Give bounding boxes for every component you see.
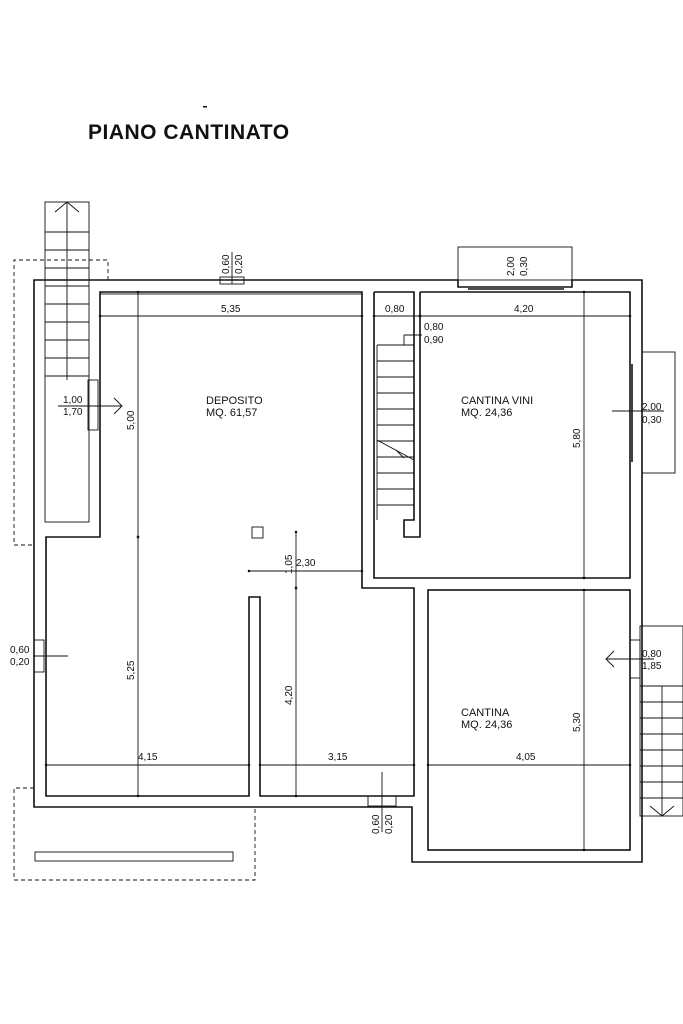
- svg-text:0,80: 0,80: [424, 322, 444, 333]
- room-vini-area: MQ. 24,36: [461, 407, 512, 419]
- window-top-deposito: 0,60 0,20: [219, 252, 245, 285]
- svg-text:0,30: 0,30: [642, 415, 662, 426]
- dim-stair-width: 0,80: [385, 304, 405, 315]
- external-stair-top: [44, 201, 90, 523]
- dim-bottom-left: 4,15: [138, 752, 158, 763]
- window-left: 0,60 0,20: [10, 639, 68, 673]
- room-vini-name: CANTINA VINI: [461, 395, 533, 407]
- dim-corridor-depth: 4,20: [284, 685, 295, 705]
- svg-text:0,60: 0,60: [221, 254, 232, 274]
- door-right-cantina: 0,80 1,85: [605, 639, 662, 679]
- svg-text:0,90: 0,90: [424, 335, 444, 346]
- stair-enclosure: [374, 291, 421, 538]
- outer-wall: [33, 279, 643, 863]
- svg-text:0,20: 0,20: [234, 254, 245, 274]
- plan-title: PIANO CANTINATO: [88, 121, 290, 144]
- svg-text:0,60: 0,60: [10, 645, 30, 656]
- svg-text:0,20: 0,20: [384, 814, 395, 834]
- pillar: [251, 526, 264, 539]
- door-stair: 0,80 0,90: [403, 322, 444, 346]
- dim-deposito-width: 5,35: [221, 304, 241, 315]
- dim-step-width: 2,30: [296, 558, 316, 569]
- room-deposito-name: DEPOSITO: [206, 395, 263, 407]
- interior-stair: [376, 344, 415, 520]
- room-deposito-wall-top: [99, 291, 363, 295]
- dim-vini-width: 4,20: [514, 304, 534, 315]
- dim-cantina-depth: 5,30: [572, 712, 583, 732]
- room-cantina-name: CANTINA: [461, 707, 510, 719]
- external-stair-bottom: [639, 625, 683, 817]
- svg-text:1,85: 1,85: [642, 661, 662, 672]
- external-path-bottom-dashed: [13, 787, 256, 881]
- door-left-deposito: 1,00 1,70: [58, 379, 123, 431]
- window-top-vini: 2,00 0,30: [457, 246, 573, 290]
- title-mark: [203, 106, 207, 108]
- svg-text:0,80: 0,80: [642, 649, 662, 660]
- svg-text:0,30: 0,30: [519, 256, 530, 276]
- room-deposito-area: MQ. 61,57: [206, 407, 257, 419]
- vini-room: [373, 291, 631, 579]
- window-bottom: 0,60 0,20: [367, 772, 397, 834]
- dim-deposito-depth: 5,00: [126, 410, 137, 430]
- dim-bottom-right: 4,05: [516, 752, 536, 763]
- dim-bottom-mid: 3,15: [328, 752, 348, 763]
- svg-text:1,00: 1,00: [63, 395, 83, 406]
- interior-outline: [45, 291, 415, 797]
- dim-step-depth: 1,05: [284, 554, 295, 574]
- room-cantina-area: MQ. 24,36: [461, 719, 512, 731]
- external-path-top-dashed: [13, 259, 109, 546]
- window-right-vini: 2,00 0,30: [612, 351, 676, 474]
- dim-vini-depth: 5,80: [572, 428, 583, 448]
- svg-text:2,00: 2,00: [506, 256, 517, 276]
- dim-lower-depth: 5,25: [126, 660, 137, 680]
- svg-text:1,70: 1,70: [63, 407, 83, 418]
- svg-text:0,60: 0,60: [371, 814, 382, 834]
- svg-text:0,20: 0,20: [10, 657, 30, 668]
- svg-text:2,00: 2,00: [642, 402, 662, 413]
- room-cantina-outline: [427, 589, 631, 851]
- bench: [34, 851, 234, 862]
